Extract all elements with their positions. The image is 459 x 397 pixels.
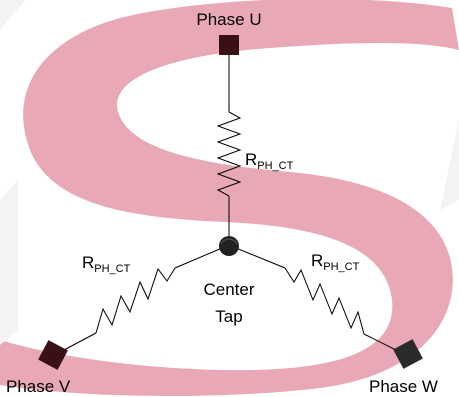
phase-w-label: Phase W	[369, 377, 438, 396]
phase-u-label: Phase U	[196, 10, 261, 29]
resistor-u-label: RPH_CT	[245, 150, 294, 172]
phase-w-terminal	[393, 339, 423, 369]
wire-phase-u	[216, 55, 242, 240]
phase-v-terminal	[38, 340, 68, 370]
center-label-line1: Center	[203, 280, 254, 299]
resistor-v	[95, 267, 176, 334]
phase-u-terminal	[219, 35, 239, 55]
resistor-v-label: RPH_CT	[82, 253, 131, 275]
resistor-w	[284, 267, 365, 335]
resistor-u	[216, 111, 242, 197]
wire-phase-v	[63, 247, 223, 351]
center-label-line2: Tap	[215, 307, 242, 326]
phase-v-label: Phase V	[6, 377, 71, 396]
resistor-w-label: RPH_CT	[311, 251, 360, 273]
